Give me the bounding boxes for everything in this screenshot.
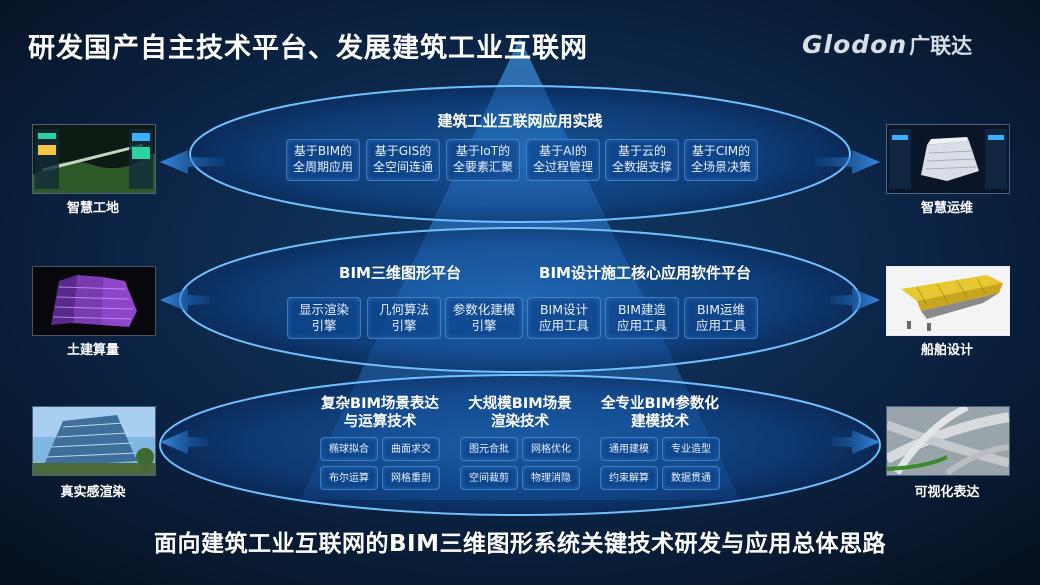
- layer1-item: 基于GIS的全空间连通: [366, 139, 440, 181]
- layer2-item: 几何算法引擎: [367, 297, 441, 339]
- layer3-item: 数据贯通: [662, 466, 720, 490]
- logo-cn-text: 广联达: [909, 34, 973, 58]
- layer2-left-title: BIM三维图形平台: [339, 264, 461, 282]
- layer2-item: 显示渲染引擎: [287, 297, 361, 339]
- layer3-item: 曲面求交: [382, 437, 440, 461]
- layer1-item: 基于AI的全过程管理: [526, 139, 600, 181]
- left-caption: 土建算量: [66, 343, 119, 358]
- right-caption: 智慧运维: [920, 201, 973, 216]
- layer3-section-title: 大规模BIM场景渲染技术: [468, 396, 572, 431]
- layer2-item: BIM设计应用工具: [527, 297, 601, 339]
- smart-site-thumbnail: [32, 124, 156, 194]
- left-caption: 智慧工地: [66, 201, 119, 216]
- right-caption: 船舶设计: [920, 343, 973, 358]
- layer3-item: 通用建模: [600, 437, 658, 461]
- layer1-item: 基于云的全数据支撑: [605, 139, 679, 181]
- layer3-item: 椭球拟合: [320, 437, 378, 461]
- arrows-left: [160, 150, 225, 454]
- layer2-item: 参数化建模引擎: [445, 297, 523, 339]
- layer1-title: 建筑工业互联网应用实践: [437, 112, 603, 130]
- logo-en-text: Glodon: [802, 30, 908, 59]
- ship-design-thumbnail: [886, 266, 1010, 336]
- layer1-item: 基于BIM的全周期应用: [286, 139, 360, 181]
- bottom-title: 面向建筑工业互联网的BIM三维图形系统关键技术研发与应用总体思路: [154, 531, 886, 557]
- layer3-section-title: 复杂BIM场景表达与运算技术: [321, 396, 439, 431]
- layer3-item: 专业造型: [662, 437, 720, 461]
- right-caption: 可视化表达: [914, 485, 980, 500]
- smart-om-thumbnail: [886, 124, 1010, 194]
- interchange-visualization-thumbnail: [886, 406, 1010, 476]
- building-quantity-thumbnail: [32, 266, 156, 336]
- arrows-right: [815, 150, 880, 454]
- layer3-item: 图元合批: [460, 437, 518, 461]
- ellipse-layer-1: [189, 85, 851, 223]
- layer2-item: BIM建造应用工具: [605, 297, 679, 339]
- layer3-item: 布尔运算: [320, 466, 378, 490]
- layer3-item: 物理消隐: [522, 466, 580, 490]
- layer3-item: 空间裁剪: [460, 466, 518, 490]
- layer2-item: BIM运维应用工具: [684, 297, 758, 339]
- left-caption: 真实感渲染: [60, 485, 126, 500]
- layer2-right-title: BIM设计施工核心应用软件平台: [539, 264, 751, 282]
- glodon-logo: Glodon 广联达: [802, 30, 972, 60]
- layer3-section-title: 全专业BIM参数化建模技术: [601, 396, 719, 431]
- page-title: 研发国产自主技术平台、发展建筑工业互联网: [28, 33, 588, 64]
- layer3-item: 网格重剖: [382, 466, 440, 490]
- layer3-item: 网格优化: [522, 437, 580, 461]
- layer1-item: 基于IoT的全要素汇聚: [446, 139, 520, 181]
- layer3-item: 约束解算: [600, 466, 658, 490]
- realistic-render-thumbnail: [32, 406, 156, 476]
- layer1-item: 基于CIM的全场景决策: [684, 139, 758, 181]
